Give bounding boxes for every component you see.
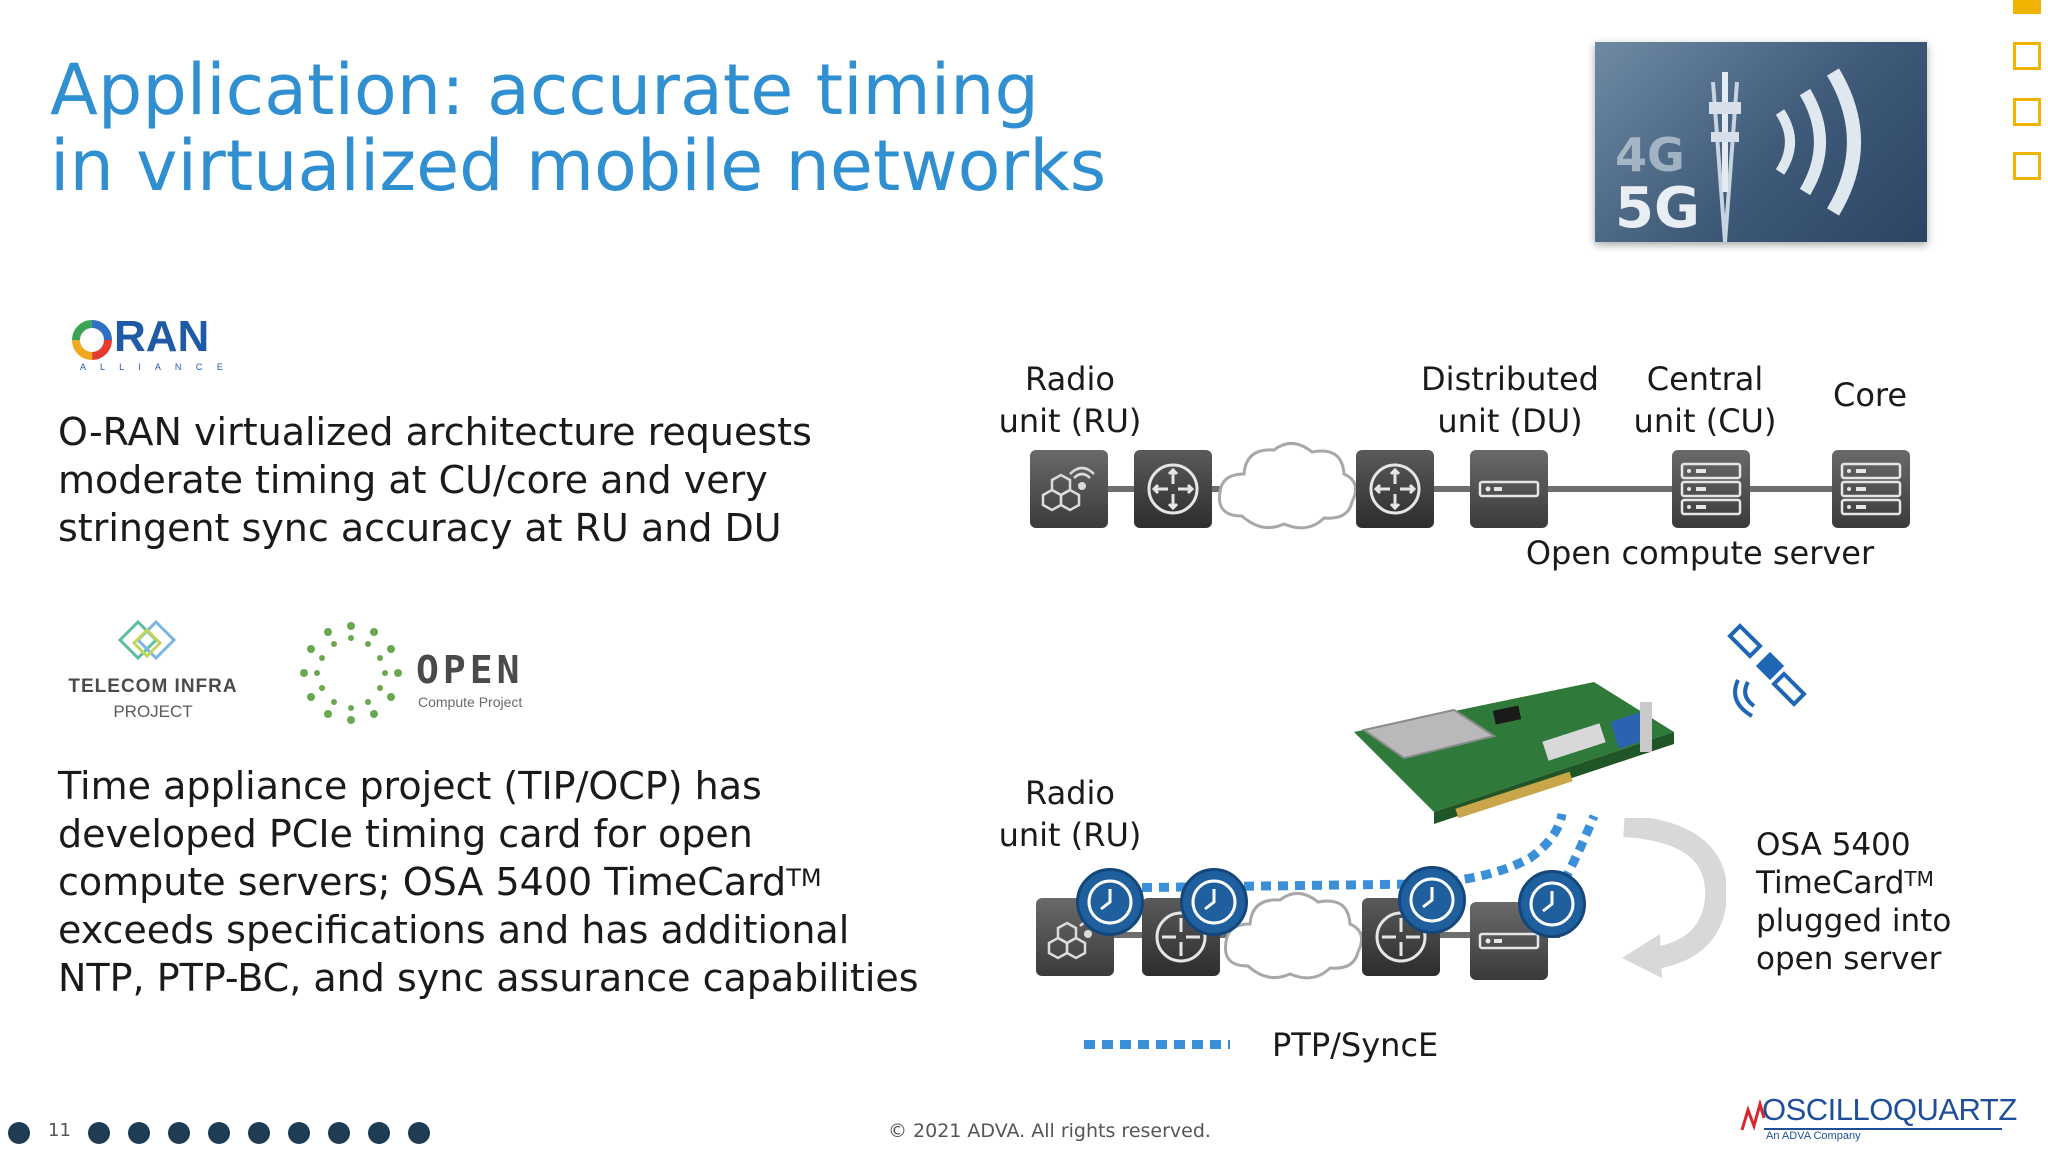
tip-ocp-paragraph: Time appliance project (TIP/OCP) has dev… (58, 762, 958, 1002)
title-line-2: in virtualized mobile networks (50, 125, 1107, 207)
hexagon-antenna-icon (1041, 466, 1095, 512)
title-line-1: Application: accurate timing (50, 49, 1039, 131)
clock-router-1 (1180, 868, 1248, 936)
photo-5g-text: 5G (1615, 176, 1700, 241)
para1-line-3: stringent sync accuracy at RU and DU (58, 506, 782, 550)
tip-logo-line-1: TELECOM INFRA (68, 676, 238, 697)
para2-trademark: TM (786, 864, 822, 892)
server-icon (1478, 932, 1540, 950)
tip-logo-line-2: PROJECT (113, 702, 193, 721)
rack-server-icon (1680, 462, 1742, 516)
footer-dot-4[interactable] (208, 1122, 230, 1144)
photo-4g-text: 4G (1615, 128, 1685, 182)
top-router-1 (1134, 450, 1212, 528)
top-core-server (1832, 450, 1910, 528)
timecard-label: OSA 5400 TimeCardTM plugged into open se… (1756, 827, 1952, 977)
open-compute-server-caption: Open compute server (1525, 534, 1875, 572)
para2-line-5: NTP, PTP-BC, and sync assurance capabili… (58, 956, 919, 1000)
clock-icon (1409, 877, 1455, 923)
oran-paragraph: O-RAN virtualized architecture requests … (58, 408, 958, 552)
footer-dot-left (8, 1122, 30, 1144)
satellite-icon (1727, 623, 1807, 718)
nav-square-1[interactable] (2013, 0, 2041, 14)
oq-subtext: An ADVA Company (1766, 1130, 1861, 1142)
open-compute-project-logo: OPEN Compute Project (296, 618, 556, 728)
footer-dot-7[interactable] (328, 1122, 350, 1144)
oran-logo: RAN A L L I A N C E (70, 312, 270, 374)
oq-brand-text: OSCILLOQUARTZ (1762, 1092, 2017, 1127)
tower-signal-icon (1709, 68, 1861, 242)
footer-dot-2[interactable] (128, 1122, 150, 1144)
footer-dot-6[interactable] (288, 1122, 310, 1144)
para1-line-2: moderate timing at CU/core and very (58, 458, 768, 502)
top-router-2 (1356, 450, 1434, 528)
timecard-pcb-image (1344, 672, 1674, 832)
clock-du (1518, 870, 1586, 938)
clock-icon (1191, 879, 1237, 925)
clock-router-2 (1398, 866, 1466, 934)
curved-arrow-icon (1622, 818, 1726, 978)
top-ru-node (1030, 450, 1108, 528)
ptp-legend-label: PTP/SyncE (1272, 1026, 1439, 1064)
oq-underline (1764, 1128, 2002, 1130)
oq-wave-icon (1740, 1100, 1766, 1131)
nav-square-4[interactable] (2013, 152, 2041, 180)
clock-icon (1529, 881, 1575, 927)
copyright-text: © 2021 ADVA. All rights reserved. (888, 1120, 1211, 1142)
top-du-server (1470, 450, 1548, 528)
nav-square-3[interactable] (2013, 98, 2041, 126)
footer-dot-9[interactable] (408, 1122, 430, 1144)
telecom-infra-project-logo: TELECOM INFRA PROJECT (58, 618, 248, 728)
ocp-wreath-icon (300, 622, 402, 724)
nav-square-2[interactable] (2013, 42, 2041, 70)
hexagon-antenna-icon (1047, 920, 1097, 960)
page-number: 11 (48, 1120, 71, 1141)
para2-line-3: compute servers; OSA 5400 TimeCardTM (58, 858, 958, 906)
oran-logo-text: RAN (114, 312, 210, 361)
para2-line-2: developed PCIe timing card for open (58, 812, 753, 856)
footer-dot-8[interactable] (368, 1122, 390, 1144)
ocp-logo-subtitle: Compute Project (418, 694, 523, 710)
oran-ring-icon (72, 320, 112, 360)
footer-dot-5[interactable] (248, 1122, 270, 1144)
oran-logo-subtext: A L L I A N C E (80, 362, 229, 372)
ocp-logo-title: OPEN (416, 648, 524, 692)
top-link-line (1070, 486, 1850, 492)
oscilloquartz-logo: OSCILLOQUARTZ An ADVA Company (1740, 1092, 2017, 1144)
para2-line-4: exceeds specifications and has additiona… (58, 908, 850, 952)
clock-ru (1076, 868, 1144, 936)
router-icon (1369, 463, 1421, 515)
para1-line-1: O-RAN virtualized architecture requests (58, 410, 812, 454)
footer-dot-1[interactable] (88, 1122, 110, 1144)
pcie-card-icon (1354, 682, 1674, 824)
footer-dot-3[interactable] (168, 1122, 190, 1144)
top-cloud-icon (1217, 442, 1358, 530)
5g-tower-photo: 4G 5G (1595, 42, 1927, 242)
rack-server-icon (1840, 462, 1902, 516)
para2-line-3-text: compute servers; OSA 5400 TimeCard (58, 860, 787, 904)
tip-diamond-icon (117, 619, 177, 661)
clock-icon (1087, 879, 1133, 925)
top-cu-server (1672, 450, 1750, 528)
top-core-label: Core (1832, 376, 1908, 414)
server-icon (1478, 480, 1540, 498)
slide-title: Application: accurate timing in virtuali… (50, 52, 1150, 204)
para2-line-1: Time appliance project (TIP/OCP) has (58, 764, 762, 808)
ptp-legend-swatch (1084, 1040, 1230, 1049)
router-icon (1147, 463, 1199, 515)
